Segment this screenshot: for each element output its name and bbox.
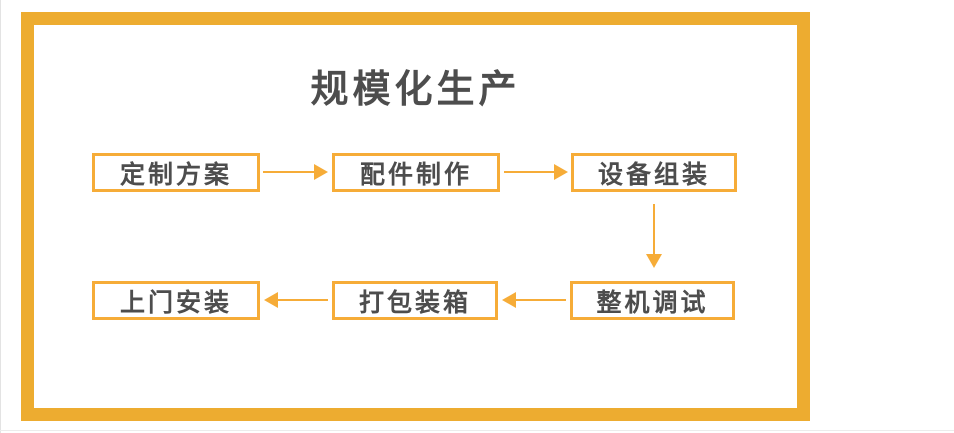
- arrow-down-icon: [646, 204, 662, 268]
- arrow-head: [314, 164, 328, 180]
- arrow-shaft: [263, 171, 316, 173]
- flow-step-onsite-installation: 上门安装: [92, 281, 260, 320]
- arrow-left-icon: [502, 292, 566, 308]
- flow-step-equipment-assembly: 设备组装: [571, 153, 737, 192]
- arrow-head: [554, 164, 568, 180]
- diagram-title: 规模化生产: [310, 69, 521, 111]
- arrow-shaft: [653, 204, 655, 256]
- flow-step-parts-making: 配件制作: [332, 153, 500, 192]
- arrow-shaft: [514, 299, 566, 301]
- arrow-shaft: [504, 171, 556, 173]
- page-left-edge-line: [0, 0, 1, 433]
- arrow-head: [646, 254, 662, 268]
- diagram-frame: [21, 12, 810, 421]
- page-bottom-edge-line: [0, 430, 954, 431]
- flow-step-machine-debugging: 整机调试: [570, 281, 735, 320]
- arrow-right-icon: [263, 164, 328, 180]
- arrow-head: [264, 292, 278, 308]
- arrow-left-icon: [264, 292, 328, 308]
- arrow-head: [502, 292, 516, 308]
- flow-step-packing: 打包装箱: [332, 281, 498, 320]
- arrow-right-icon: [504, 164, 568, 180]
- flow-step-custom-plan: 定制方案: [92, 153, 260, 192]
- arrow-shaft: [276, 299, 328, 301]
